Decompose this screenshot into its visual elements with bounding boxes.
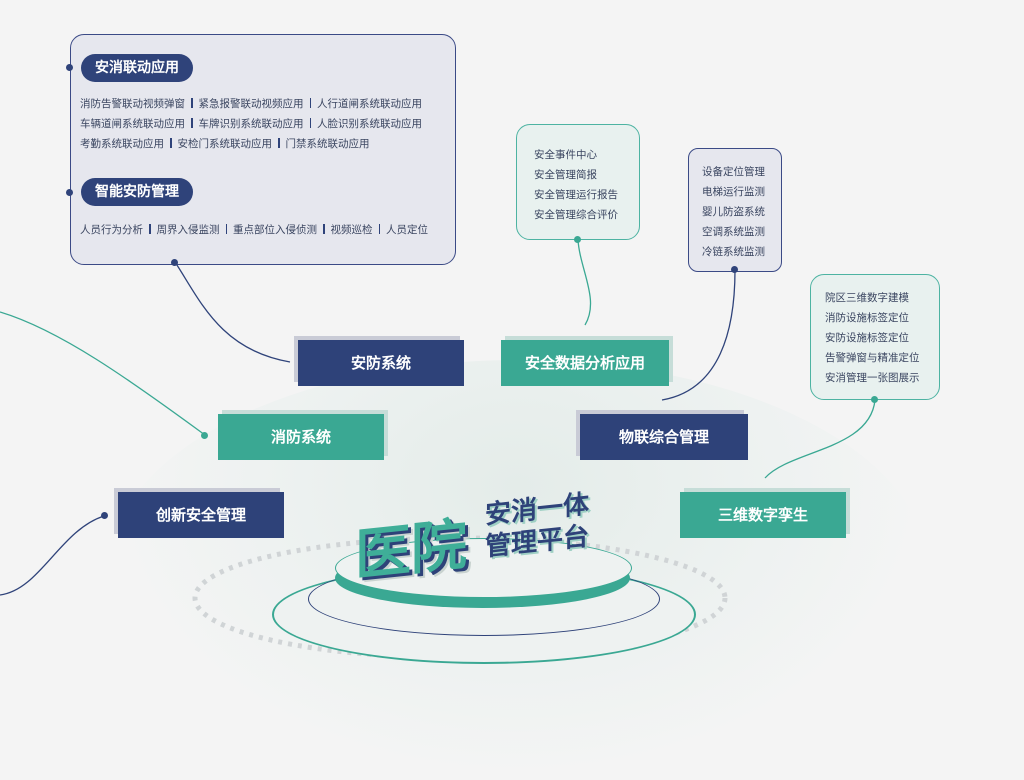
smart-item: 重点部位入侵侦测 [233, 224, 317, 236]
iot-card: 设备定位管理 电梯运行监测 婴儿防盗系统 空调系统监测 冷链系统监测 [688, 148, 782, 272]
data-item: 安全管理运行报告 [534, 189, 618, 201]
iot-item: 冷链系统监测 [702, 246, 765, 258]
iot-item: 空调系统监测 [702, 226, 765, 238]
smart-item: 人员定位 [386, 224, 428, 236]
digital-twin-card: 院区三维数字建模 消防设施标签定位 安防设施标签定位 告警弹窗与精准定位 安消管… [810, 274, 940, 400]
section-title-linkage: 安消联动应用 [81, 54, 193, 82]
safety-data-module[interactable]: 安全数据分析应用 [501, 340, 669, 386]
linkage-item: 车辆道闸系统联动应用 [80, 118, 185, 130]
linkage-item: 人脸识别系统联动应用 [317, 118, 422, 130]
data-analysis-card: 安全事件中心 安全管理简报 安全管理运行报告 安全管理综合评价 [516, 124, 640, 240]
connector-endpoint [574, 236, 581, 243]
section-dot [66, 64, 73, 71]
iot-item: 婴儿防盗系统 [702, 206, 765, 218]
linkage-item: 车牌识别系统联动应用 [198, 118, 304, 130]
linkage-item: 人行道闸系统联动应用 [317, 98, 422, 110]
linkage-row-3: 考勤系统联动应用 安检门系统联动应用门禁系统联动应用 [80, 136, 370, 151]
iot-management-module[interactable]: 物联综合管理 [580, 414, 748, 460]
connector-endpoint [871, 396, 878, 403]
connector-endpoint [171, 259, 178, 266]
data-item: 安全事件中心 [534, 149, 597, 161]
connector-endpoint [101, 512, 108, 519]
data-item: 安全管理简报 [534, 169, 597, 181]
twin-item: 安防设施标签定位 [825, 332, 909, 344]
iot-item: 电梯运行监测 [702, 186, 765, 198]
iot-item: 设备定位管理 [702, 166, 765, 178]
section-dot [66, 189, 73, 196]
security-applications-panel [70, 34, 456, 265]
twin-item: 安消管理一张图展示 [825, 372, 920, 384]
security-system-module[interactable]: 安防系统 [298, 340, 464, 386]
section-title-smart-security: 智能安防管理 [81, 178, 193, 206]
connector-endpoint [201, 432, 208, 439]
smart-item: 人员行为分析 [80, 224, 143, 236]
twin-item: 告警弹窗与精准定位 [825, 352, 920, 364]
connector-endpoint [731, 266, 738, 273]
linkage-item: 门禁系统联动应用 [285, 138, 370, 150]
smart-item: 周界入侵监测 [156, 224, 220, 236]
linkage-item: 消防告警联动视频弹窗 [80, 98, 185, 110]
platform-top-surface [335, 538, 632, 598]
digital-twin-module[interactable]: 三维数字孪生 [680, 492, 846, 538]
linkage-row-2: 车辆道闸系统联动应用 车牌识别系统联动应用 人脸识别系统联动应用 [80, 116, 422, 131]
smart-security-row: 人员行为分析 周界入侵监测 重点部位入侵侦测 视频巡检 人员定位 [80, 222, 428, 237]
platform-title-main: 医院 [355, 512, 467, 589]
twin-item: 院区三维数字建模 [825, 292, 909, 304]
linkage-item: 考勤系统联动应用 [80, 138, 164, 150]
linkage-item: 紧急报警联动视频应用 [198, 98, 304, 110]
linkage-item: 安检门系统联动应用 [177, 138, 273, 150]
innovation-module[interactable]: 创新安全管理 [118, 492, 284, 538]
fire-system-module[interactable]: 消防系统 [218, 414, 384, 460]
linkage-row-1: 消防告警联动视频弹窗 紧急报警联动视频应用 人行道闸系统联动应用 [80, 96, 422, 111]
smart-item: 视频巡检 [330, 224, 373, 236]
data-item: 安全管理综合评价 [534, 209, 618, 221]
twin-item: 消防设施标签定位 [825, 312, 909, 324]
